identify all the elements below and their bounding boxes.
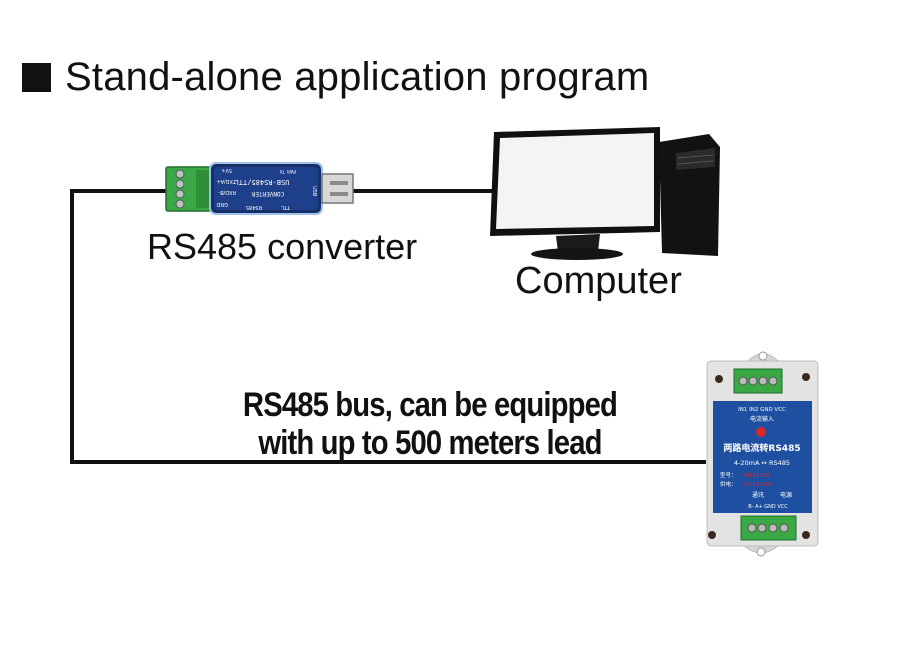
module-name: 两路电流转RS485 (723, 442, 800, 454)
converter-led-tx: TX (280, 169, 286, 174)
module-power: DC12-24V (744, 482, 772, 488)
computer-label: Computer (515, 260, 682, 302)
usb-converter-icon: USB-RS485/TTL CONVERTER 5V+ TXD/A+ RXD/B… (165, 162, 354, 215)
module-model-label: 型号： (720, 471, 737, 479)
converter-label: RS485 converter (147, 226, 418, 267)
converter-pin-gnd: GND (216, 201, 228, 207)
converter-pin-5v: 5V+ (221, 167, 232, 173)
current-module-icon: IN1 IN2 GND VCC 电流输入 两路电流转RS485 4-20mA ↔… (706, 351, 819, 557)
module-top-caption: 电流输入 (750, 415, 774, 423)
module-bottom-pins: B- A+ GND VCC (748, 504, 788, 510)
module-spec: 4-20mA ↔ RS485 (734, 459, 790, 467)
converter-side-ttl: TTL (281, 204, 291, 210)
title-text: Stand-alone application program (65, 54, 650, 99)
page-title: Stand-alone application program (22, 52, 649, 102)
converter-pin-txd: TXD/A+ (216, 178, 237, 184)
converter-model-text: USB-RS485/TTL (235, 178, 290, 186)
converter-led-pwr: PWR (287, 169, 296, 174)
module-caption-comm: 通讯 (752, 491, 764, 499)
module-top-pins: IN1 IN2 GND VCC (738, 407, 786, 413)
bus-label: RS485 bus, can be equipped with up to 50… (198, 386, 662, 462)
bus-label-line1: RS485 bus, can be equipped (242, 386, 618, 424)
converter-pin-rxd: RXD/B- (218, 189, 236, 195)
converter-port-text: USB (311, 186, 317, 197)
square-bullet-icon (22, 62, 51, 92)
converter-subtitle-text: CONVERTER (251, 190, 284, 197)
converter-side-rs485: RS485 (246, 204, 262, 210)
module-model: SM9132B (744, 473, 770, 479)
bus-wire (70, 189, 706, 464)
bus-label-line2: with up to 500 meters lead (258, 424, 602, 462)
module-power-label: 供电： (720, 480, 737, 488)
computer-icon (490, 127, 720, 260)
module-caption-power: 电源 (780, 491, 792, 499)
